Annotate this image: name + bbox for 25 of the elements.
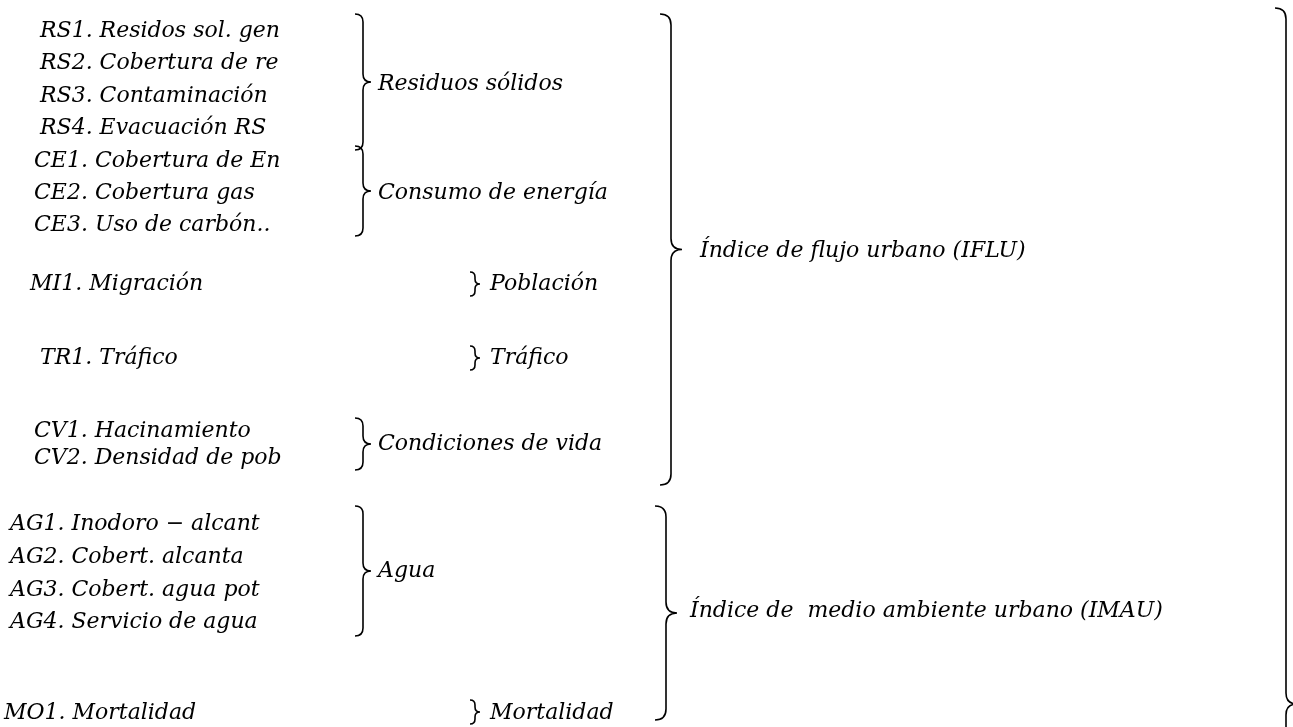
category-label: Consumo de energía: [378, 178, 608, 206]
indicator-label: RS2. Cobertura de re: [40, 48, 279, 76]
indicator-label: CV1. Hacinamiento: [34, 416, 251, 444]
index-label: Índice de medio ambiente urbano (IMAU): [690, 596, 1163, 624]
indicator-label: CE2. Cobertura gas: [34, 178, 255, 206]
category-label: Mortalidad: [490, 698, 614, 726]
indicator-label: CE1. Cobertura de En: [34, 146, 281, 174]
index-label: Índice de flujo urbano (IFLU): [700, 236, 1026, 264]
category-label: Tráfico: [490, 343, 569, 371]
indicator-label: AG1. Inodoro − alcant: [10, 509, 260, 537]
indicator-label: MI1. Migración: [30, 269, 204, 297]
category-label: Población: [490, 269, 599, 297]
indicator-label: CV2. Densidad de pob: [34, 443, 282, 471]
indicator-label: AG3. Cobert. agua pot: [10, 575, 260, 603]
indicator-label: TR1. Tráfico: [40, 343, 178, 371]
category-label: Agua: [378, 556, 436, 584]
category-label: Condiciones de vida: [378, 429, 603, 457]
indicator-label: MO1. Mortalidad: [4, 698, 197, 726]
indicator-label: AG4. Servicio de agua: [10, 607, 258, 635]
category-label: Residuos sólidos: [378, 69, 563, 97]
indicator-label: RS1. Residos sol. gen: [40, 16, 280, 44]
indicator-label: RS4. Evacuación RS: [40, 113, 267, 141]
indicator-label: CE3. Uso de carbón..: [34, 210, 271, 238]
indicator-label: RS3. Contaminación: [40, 81, 268, 109]
indicator-label: AG2. Cobert. alcanta: [10, 542, 244, 570]
